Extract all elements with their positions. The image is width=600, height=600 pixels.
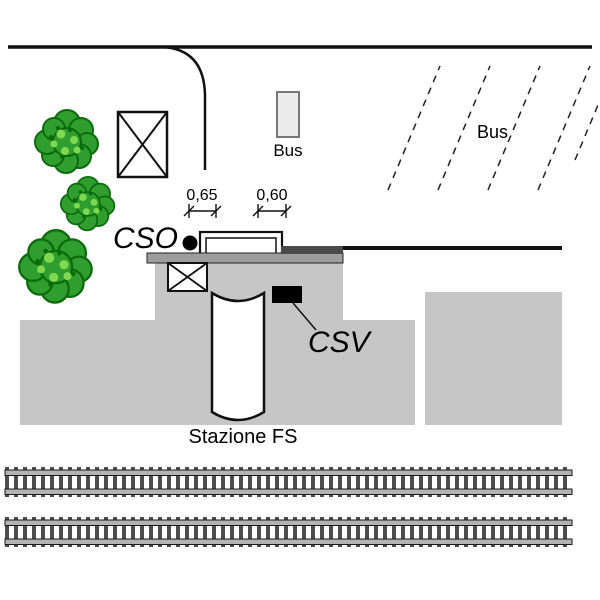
platform-cross-symbol: [167, 262, 208, 292]
railway-track-lower: [4, 517, 573, 547]
cso-marker-dot: [182, 235, 198, 251]
building-cross-symbol: [116, 110, 169, 179]
rail: [4, 469, 573, 476]
rail: [4, 519, 573, 526]
underpass-stairs: [210, 290, 266, 422]
csv-label: CSV: [308, 326, 373, 359]
tree-icon: [18, 229, 93, 304]
station-annex-footprint: [425, 292, 562, 425]
dimension-right: 0,60: [252, 187, 292, 218]
csv-leader-line: [292, 302, 317, 331]
station-label: Stazione FS: [189, 426, 298, 448]
railway-track-upper: [4, 467, 573, 497]
parking-hatch-line: [437, 65, 491, 191]
parking-hatch-line: [537, 65, 591, 191]
bus-shelter-symbol: [276, 91, 300, 138]
parking-hatch-line: [387, 65, 441, 191]
bus-stop-label: Bus: [273, 141, 302, 160]
road-corner-curve: [161, 45, 207, 170]
tree-icon: [59, 175, 116, 232]
parking-hatch-line: [574, 104, 599, 161]
tree-icon: [34, 109, 99, 174]
bus-parking-area: Bus: [387, 65, 599, 191]
dimension-left: 0,65: [183, 187, 222, 218]
rail: [4, 538, 573, 545]
rail: [4, 488, 573, 495]
dimension-right-value: 0,60: [256, 187, 287, 204]
dimension-left-value: 0,65: [186, 187, 217, 204]
platform-slab: [146, 252, 344, 264]
platform-dark-segment: [281, 246, 343, 254]
cso-label: CSO: [113, 222, 178, 255]
bus-area-label: Bus: [477, 122, 508, 142]
parking-hatch-line: [487, 65, 541, 191]
csv-marker: [272, 286, 302, 303]
canopy-outline: [198, 230, 284, 256]
